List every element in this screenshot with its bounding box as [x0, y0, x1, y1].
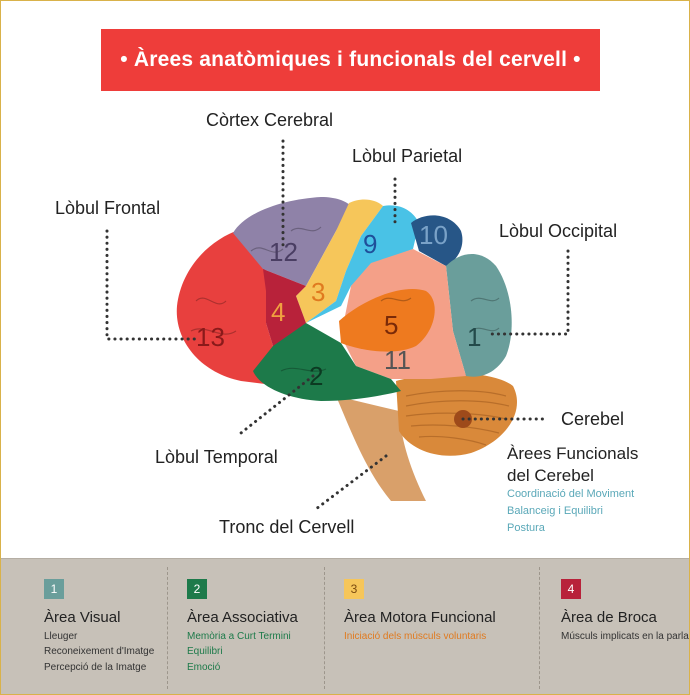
brain-folds — [190, 226, 500, 372]
connector-occipital — [487, 249, 570, 336]
cerebel-function: Coordinació del Moviment — [507, 488, 635, 500]
legend-item: Reconeixement d'Imatge — [44, 646, 155, 657]
brain-number: 10 — [419, 220, 448, 250]
cortex-region-12 — [233, 197, 351, 286]
legend-panel: 1 Àrea Visual Lleuger Reconeixement d'Im… — [1, 558, 689, 694]
connector-tronc — [314, 454, 388, 511]
label-tronc: Tronc del Cervell — [219, 517, 355, 537]
brain-number: 9 — [363, 229, 377, 259]
broca-region-4 — [263, 269, 306, 346]
brain-number: 3 — [311, 277, 325, 307]
legend-number-badge: 1 — [44, 579, 64, 599]
label-cerebel-areas: Àrees Funcionals — [507, 444, 639, 463]
legend-item: Músculs implicats en la parla — [561, 631, 689, 642]
brain-number: 2 — [309, 361, 323, 391]
legend-number-badge: 4 — [561, 579, 581, 599]
parietal-region-10 — [411, 215, 463, 266]
legend-number-badge: 3 — [344, 579, 364, 599]
legend-divider — [324, 567, 325, 689]
legend-item: Iniciació dels músculs voluntaris — [344, 631, 487, 642]
legend-item: Percepció de la Imatge — [44, 662, 147, 673]
legend-title: Àrea Associativa — [187, 609, 298, 626]
legend-title: Àrea Motora Funcional — [344, 609, 496, 626]
brain-stem — [336, 396, 426, 501]
brain-number: 4 — [271, 297, 285, 327]
brain-number: 11 — [384, 345, 411, 375]
legend-item: Emoció — [187, 662, 221, 673]
label-cerebel: Cerebel — [561, 409, 625, 429]
label-temporal: Lòbul Temporal — [155, 447, 278, 467]
legend-number-badge: 2 — [187, 579, 207, 599]
brain-number: 13 — [196, 322, 225, 352]
motor-region-3 — [296, 199, 383, 323]
brain-illustration: 12 9 10 4 3 13 5 1 11 2 — [105, 139, 570, 511]
parietal-region-9 — [306, 205, 419, 323]
cerebel-function: Balanceig i Equilibri — [507, 505, 603, 517]
label-cerebel-areas-2: del Cerebel — [507, 466, 594, 485]
connector-frontal — [105, 229, 201, 341]
title-banner: • Àrees anatòmiques i funcionals del cer… — [101, 29, 600, 91]
label-frontal: Lòbul Frontal — [55, 198, 161, 218]
legend-item: Memòria a Curt Termini — [187, 631, 291, 642]
visual-region-1 — [446, 253, 512, 377]
legend-item: Lleuger — [44, 631, 78, 642]
label-parietal: Lòbul Parietal — [352, 146, 463, 166]
region-5 — [339, 289, 435, 352]
brain-number: 5 — [384, 310, 398, 340]
label-occipital: Lòbul Occipital — [499, 221, 618, 241]
page-title: • Àrees anatòmiques i funcionals del cer… — [120, 48, 581, 71]
association-region-2 — [253, 323, 401, 401]
brain-number: 1 — [467, 322, 481, 352]
legend-divider — [539, 567, 540, 689]
legend-divider — [167, 567, 168, 689]
legend-title: Àrea de Broca — [561, 609, 657, 626]
legend-title: Àrea Visual — [44, 609, 121, 626]
brain-number: 12 — [269, 237, 298, 267]
label-cortex: Còrtex Cerebral — [206, 110, 334, 130]
legend-item: Equilibri — [187, 646, 223, 657]
frontal-lobe-region — [176, 229, 273, 385]
cerebel-function: Postura — [507, 522, 545, 534]
